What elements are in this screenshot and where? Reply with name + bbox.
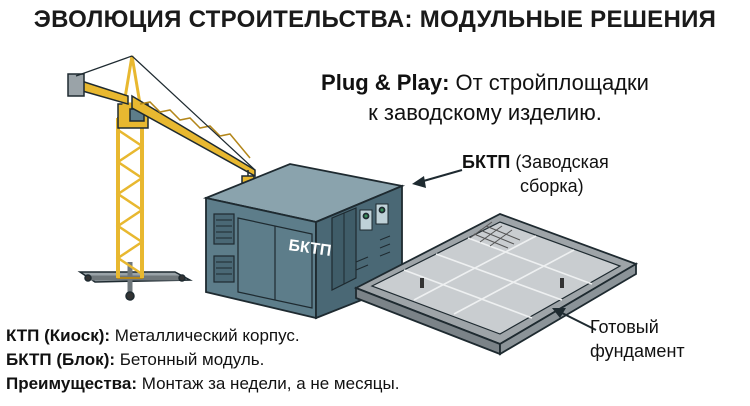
tower-crane-icon — [67, 55, 267, 301]
bktp-callout-line2: сборка) — [520, 176, 584, 196]
tagline-bold: Plug & Play: — [321, 70, 450, 95]
note-advantages: Преимущества: Монтаж за недели, а не мес… — [6, 374, 400, 393]
notes-list: КТП (Киоск): Металлический корпус. БКТП … — [6, 324, 399, 396]
foundation-arrow-icon — [552, 308, 597, 331]
foundation-callout: Готовый фундамент — [590, 315, 685, 363]
tagline: Plug & Play: От стройплощадки к заводско… — [250, 68, 720, 128]
module-sign: БКТП — [287, 237, 332, 260]
bktp-callout-line1: (Заводская — [510, 152, 609, 172]
tagline-line2: к заводскому изделию. — [368, 100, 602, 125]
foundation-callout-line2: фундамент — [590, 341, 685, 361]
tagline-line1: От стройплощадки — [449, 70, 649, 95]
note-bktp: БКТП (Блок): Бетонный модуль. — [6, 350, 265, 369]
foundation-callout-line1: Готовый — [590, 317, 659, 337]
foundation-slab — [353, 213, 639, 356]
bktp-callout-bold: БКТП — [462, 152, 511, 172]
page-title: ЭВОЛЮЦИЯ СТРОИТЕЛЬСТВА: МОДУЛЬНЫЕ РЕШЕНИ… — [33, 6, 717, 33]
bktp-callout: БКТП (Заводская сборка) — [462, 150, 609, 198]
bktp-arrow-icon — [412, 169, 463, 188]
note-ktp: КТП (Киоск): Металлический корпус. — [6, 326, 300, 345]
